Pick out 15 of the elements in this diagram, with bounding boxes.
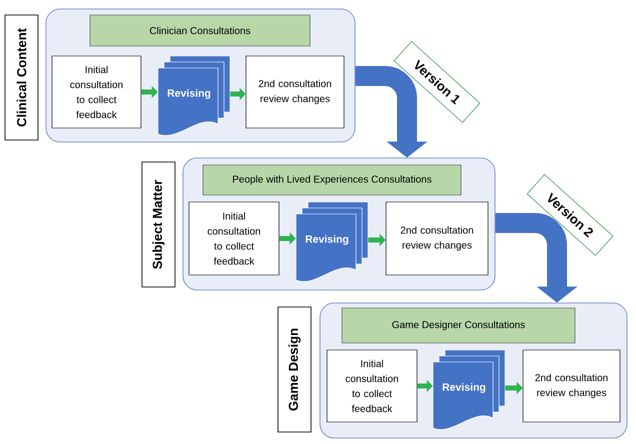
step-box: Initial consultation to collect feedback: [326, 350, 418, 422]
step-box: Initial consultation to collect feedback: [188, 202, 280, 276]
step-box: Initial consultation to collect feedback: [52, 56, 142, 128]
document-stack: Revising: [432, 350, 506, 430]
document-stack: Revising: [158, 56, 230, 136]
step-box: 2nd consultation review changes: [386, 202, 488, 276]
header-box: People with Lived Experiences Consultations: [202, 164, 462, 196]
header-box: Game Designer Consultations: [342, 308, 576, 344]
section-label: Game Design: [278, 306, 312, 432]
step-box: 2nd consultation review changes: [522, 350, 620, 422]
document-stack: Revising: [296, 202, 368, 282]
header-box: Clinician Consultations: [90, 14, 310, 46]
step-box: 2nd consultation review changes: [246, 56, 344, 128]
section-label: Subject Matter: [142, 162, 176, 288]
section-label: Clinical Content: [4, 14, 38, 140]
